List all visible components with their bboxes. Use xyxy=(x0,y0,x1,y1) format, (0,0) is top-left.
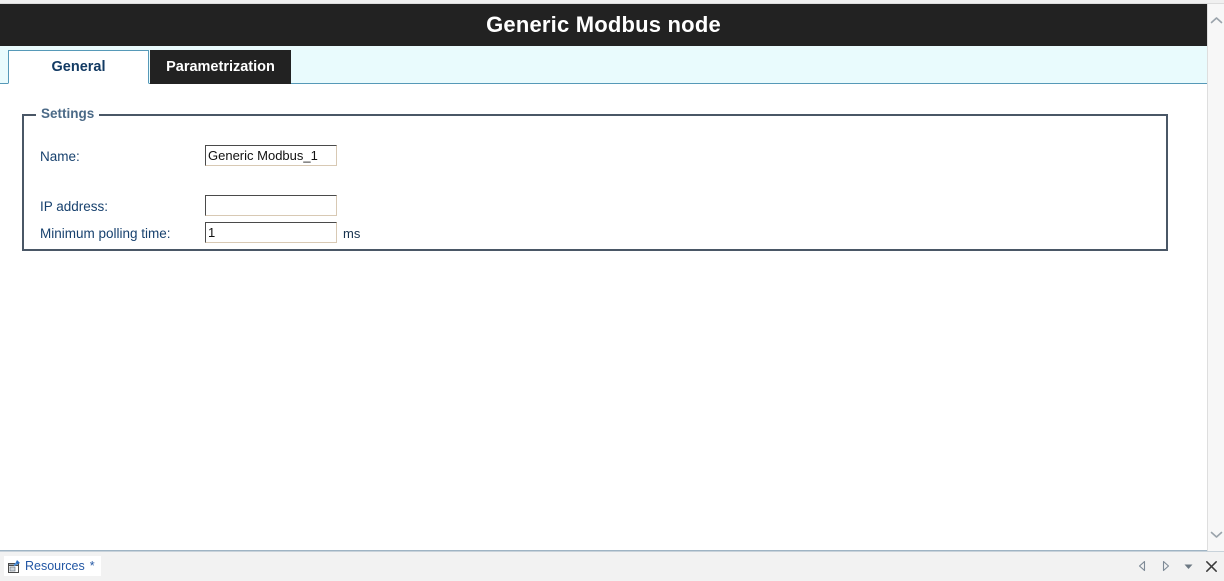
settings-group-box xyxy=(22,114,1168,251)
ip-address-label: IP address: xyxy=(40,198,109,214)
minimum-polling-time-label: Minimum polling time: xyxy=(40,225,171,241)
vertical-scrollbar[interactable] xyxy=(1207,4,1224,551)
resources-tab[interactable]: Resources * xyxy=(4,556,101,576)
scroll-up-button[interactable] xyxy=(1208,12,1224,29)
name-input[interactable] xyxy=(205,145,337,166)
ip-address-field-row: IP address: xyxy=(40,195,108,217)
chevron-down-icon xyxy=(1184,564,1192,569)
chevron-left-icon xyxy=(1138,560,1145,572)
tab-strip: General Parametrization xyxy=(0,46,1207,84)
tab-parametrization-label: Parametrization xyxy=(166,59,275,75)
name-field-row: Name: xyxy=(40,145,80,167)
status-bar-controls xyxy=(1135,556,1218,576)
resources-modified-marker: * xyxy=(89,559,95,573)
chevron-right-icon xyxy=(1162,560,1169,572)
window-top-strip xyxy=(0,0,1224,4)
ip-address-input[interactable] xyxy=(205,195,337,216)
content-bottom-divider xyxy=(0,550,1207,551)
general-tab-panel: Settings Name: IP address: Minimum polli… xyxy=(0,84,1207,550)
next-tab-button[interactable] xyxy=(1158,558,1172,574)
scroll-down-button[interactable] xyxy=(1208,526,1224,543)
tab-list-dropdown-button[interactable] xyxy=(1181,558,1195,574)
close-view-button[interactable] xyxy=(1204,558,1218,574)
page-title: Generic Modbus node xyxy=(486,12,721,37)
status-bar: Resources * xyxy=(0,551,1224,581)
minimum-polling-time-field-row: Minimum polling time: xyxy=(40,222,171,244)
close-icon xyxy=(1205,560,1217,572)
tab-general-label: General xyxy=(51,59,106,75)
name-label: Name: xyxy=(40,148,80,164)
minimum-polling-time-unit: ms xyxy=(343,226,361,241)
previous-tab-button[interactable] xyxy=(1135,558,1149,574)
tab-parametrization[interactable]: Parametrization xyxy=(150,50,291,84)
dialog-title-bar: Generic Modbus node xyxy=(0,4,1207,46)
resources-tab-label: Resources xyxy=(25,559,85,573)
minimum-polling-time-input[interactable] xyxy=(205,222,337,243)
tab-general[interactable]: General xyxy=(8,50,149,84)
chevron-down-icon xyxy=(1210,531,1222,538)
resources-window-icon xyxy=(8,559,20,573)
settings-group-legend: Settings xyxy=(36,107,100,121)
chevron-up-icon xyxy=(1210,17,1222,24)
